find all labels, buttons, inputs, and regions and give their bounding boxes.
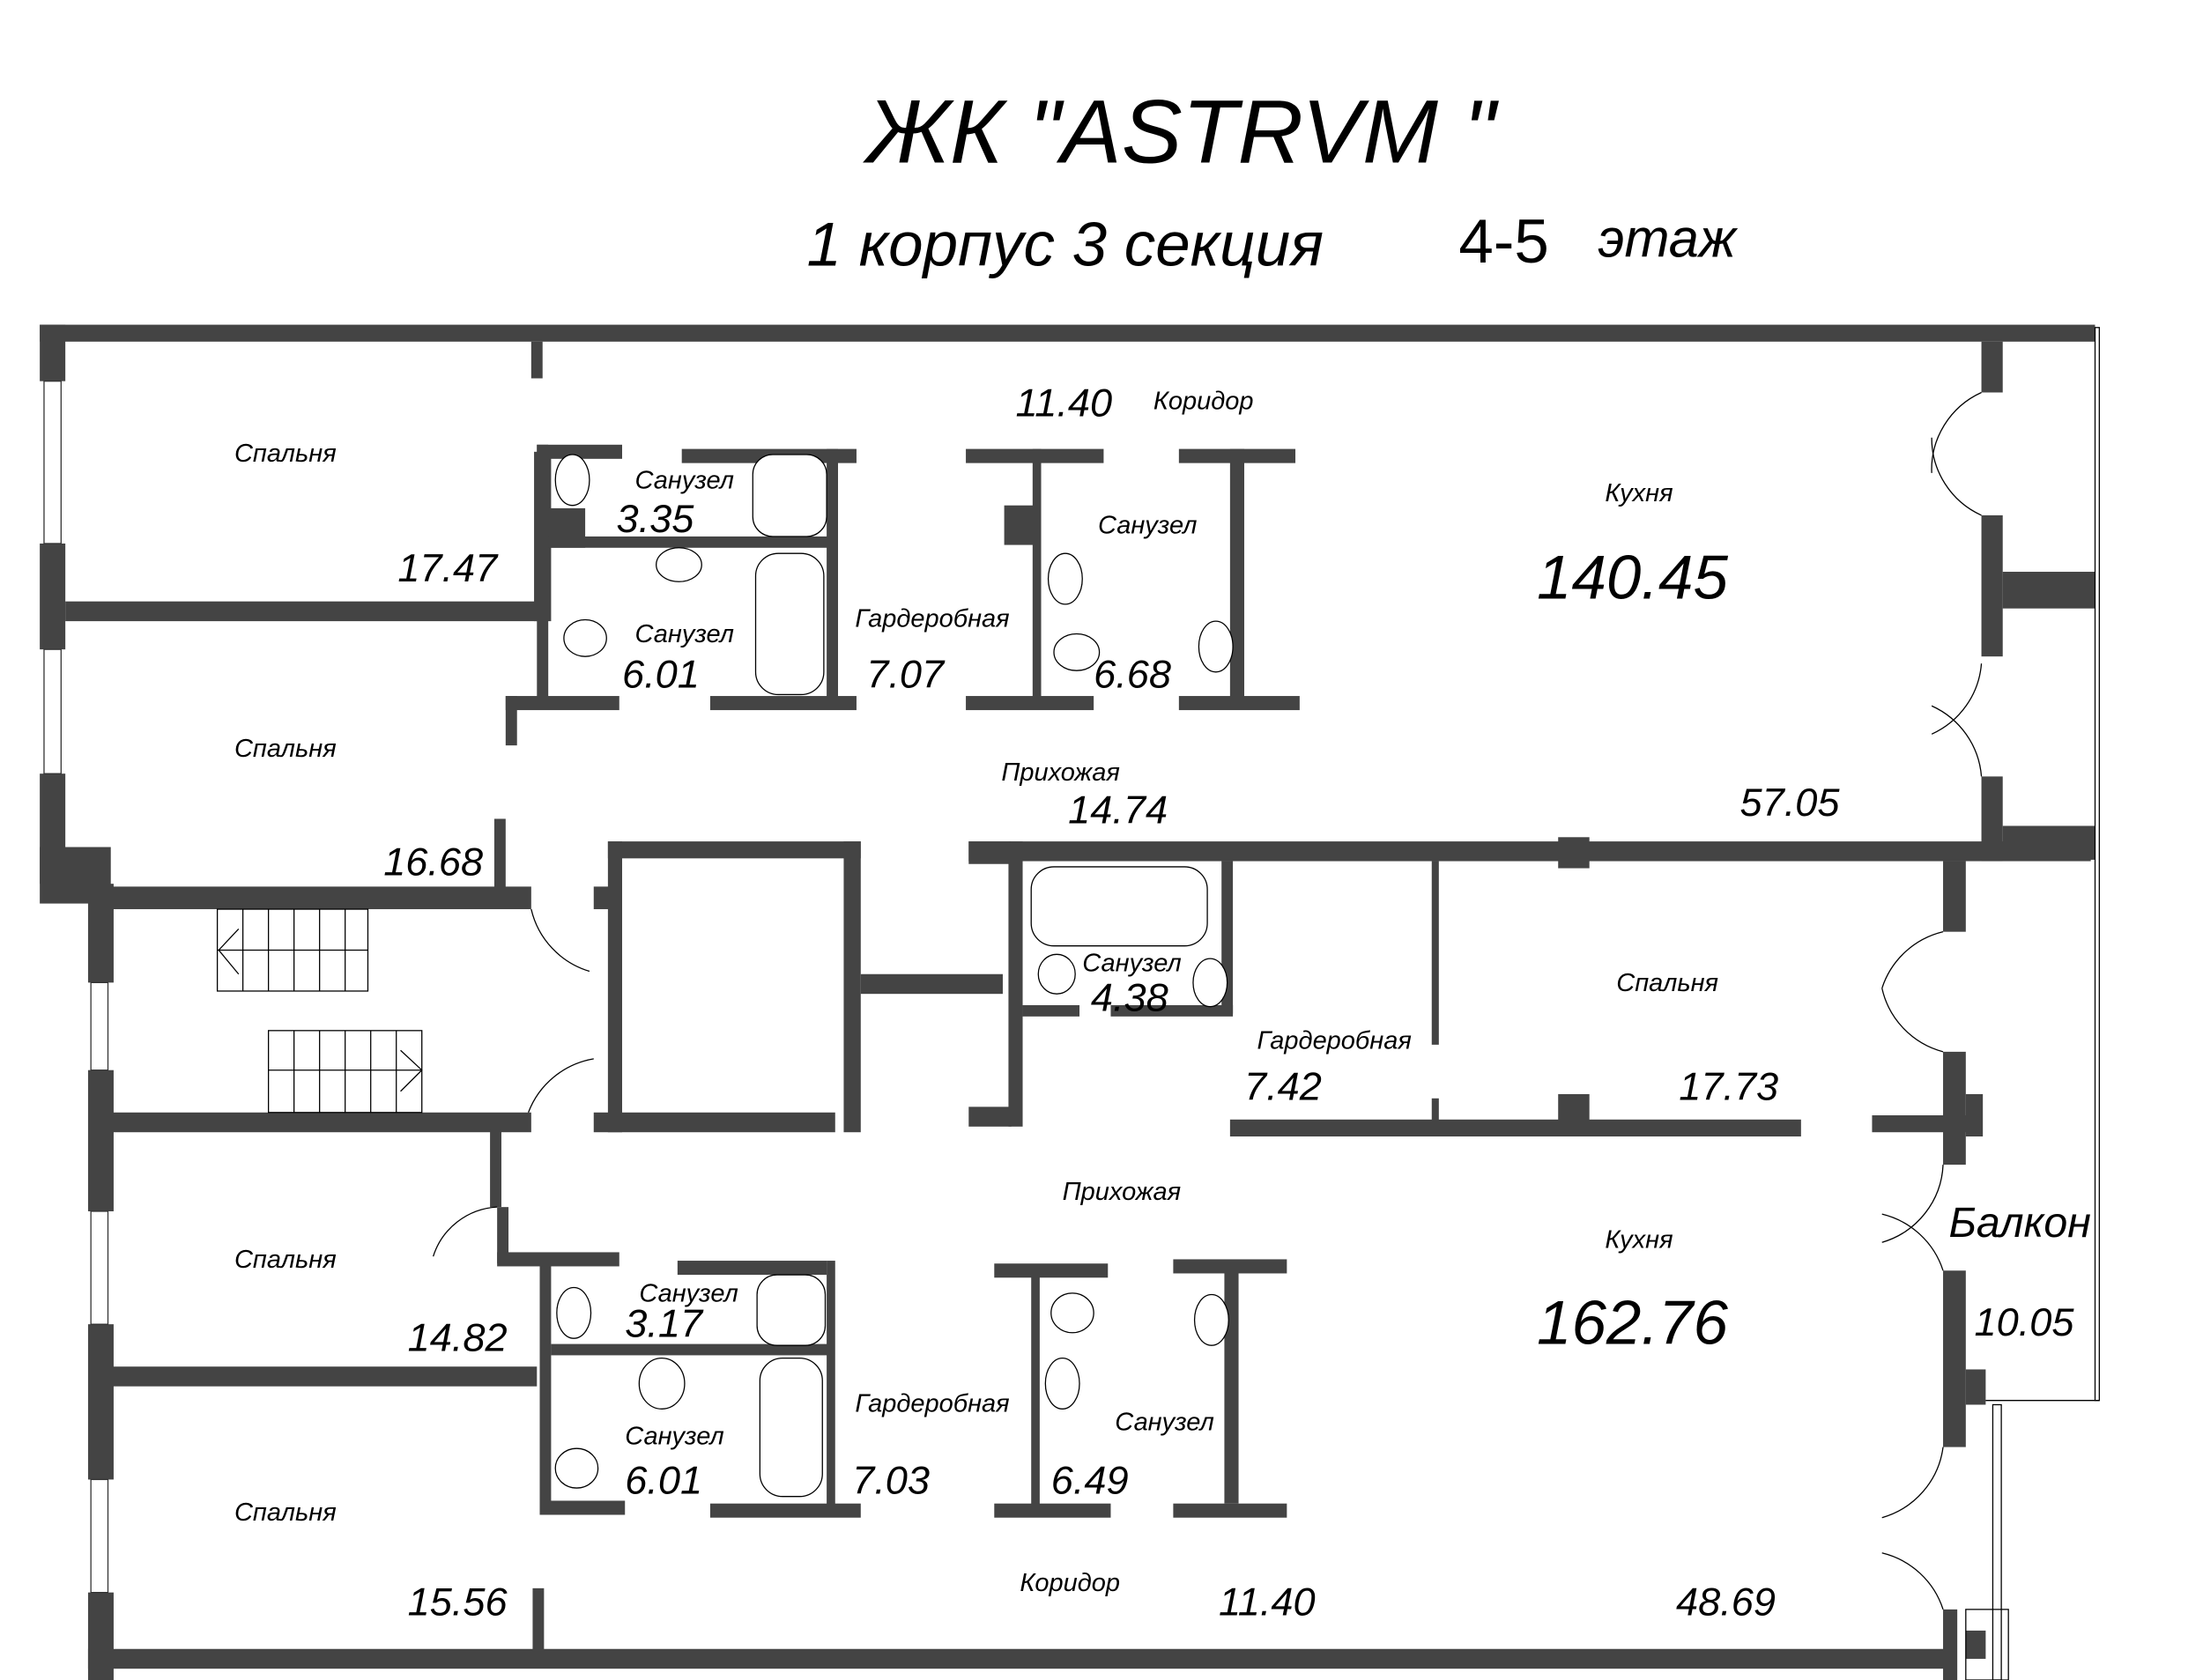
staircase [216, 908, 423, 1114]
room-area-kitchen-top: 57.05 [1740, 780, 1841, 825]
room-area-wardrobe-3: 7.03 [852, 1458, 930, 1503]
room-label-bath-5: Санузел [639, 1280, 738, 1308]
room-label-bath-3: Санузел [1098, 512, 1197, 540]
room-label-bath-2: Санузел [635, 620, 734, 648]
building-section: 1 корпус 3 секция [807, 209, 1324, 278]
room-label-corridor-top: Коридор [1153, 388, 1254, 416]
room-area-bath-4: 4.38 [1091, 975, 1168, 1020]
room-label-bedroom-4: Спальня [234, 1246, 337, 1274]
room-area-bath-6: 6.01 [625, 1458, 702, 1503]
room-label-bath-1: Санузел [635, 467, 734, 495]
room-label-kitchen-bottom: Кухня [1605, 1226, 1673, 1254]
room-area-kitchen-bottom: 48.69 [1676, 1579, 1776, 1624]
room-area-bedroom-1: 17.47 [397, 545, 499, 590]
room-area-bath-1: 3.35 [617, 496, 695, 541]
room-label-bath-7: Санузел [1115, 1408, 1213, 1436]
room-area-corridor-bottom: 11.40 [1219, 1579, 1316, 1624]
room-labels: Спальня 17.47 Спальня 16.68 Санузел 3.35… [234, 381, 2091, 1624]
room-area-wardrobe-2: 7.42 [1244, 1063, 1322, 1108]
room-area-bedroom-2: 16.68 [383, 840, 483, 884]
room-area-bath-3: 6.68 [1094, 652, 1171, 697]
balcony-outline [1965, 327, 2100, 1680]
room-area-bedroom-5: 15.56 [408, 1579, 508, 1624]
room-label-wardrobe-2: Гардеробная [1257, 1027, 1411, 1055]
room-label-hall-top: Прихожая [1001, 759, 1119, 787]
room-label-wardrobe-1: Гардеробная [855, 605, 1009, 633]
room-label-balcony: Балкон [1948, 1199, 2090, 1247]
apartment-total-bottom: 162.76 [1537, 1288, 1729, 1358]
room-label-bedroom-2: Спальня [234, 735, 337, 763]
room-label-corridor-bottom: Коридор [1020, 1569, 1120, 1597]
room-area-bedroom-3: 17.73 [1679, 1063, 1778, 1108]
room-label-bedroom-1: Спальня [234, 440, 337, 468]
floor-word: этаж [1598, 209, 1739, 269]
room-area-bedroom-4: 14.82 [408, 1315, 508, 1360]
room-label-kitchen-top: Кухня [1605, 479, 1673, 507]
floor-range: 4-5 [1458, 206, 1548, 276]
room-label-wardrobe-3: Гардеробная [855, 1390, 1009, 1418]
bathroom-fixtures [554, 454, 1234, 1498]
windows-left [43, 381, 109, 1594]
room-label-bath-6: Санузел [625, 1422, 723, 1450]
complex-title: ЖК "ASTRVM " [862, 81, 1499, 182]
room-area-corridor-top: 11.40 [1015, 381, 1112, 426]
room-area-bath-2: 6.01 [622, 652, 700, 697]
doors [433, 391, 1983, 1610]
room-area-wardrobe-1: 7.07 [866, 652, 946, 697]
room-area-bath-5: 3.17 [625, 1301, 704, 1346]
room-label-bath-4: Санузел [1082, 950, 1181, 978]
room-label-bedroom-5: Спальня [234, 1499, 337, 1527]
room-area-hall-top: 14.74 [1068, 787, 1168, 832]
walls [40, 324, 2095, 1680]
room-label-hall-bottom: Прихожая [1063, 1178, 1181, 1206]
apartment-total-top: 140.45 [1537, 543, 1729, 612]
room-area-balcony: 10.05 [1974, 1299, 2074, 1344]
room-label-bedroom-3: Спальня [1616, 969, 1718, 997]
room-area-bath-7: 6.49 [1051, 1458, 1129, 1503]
